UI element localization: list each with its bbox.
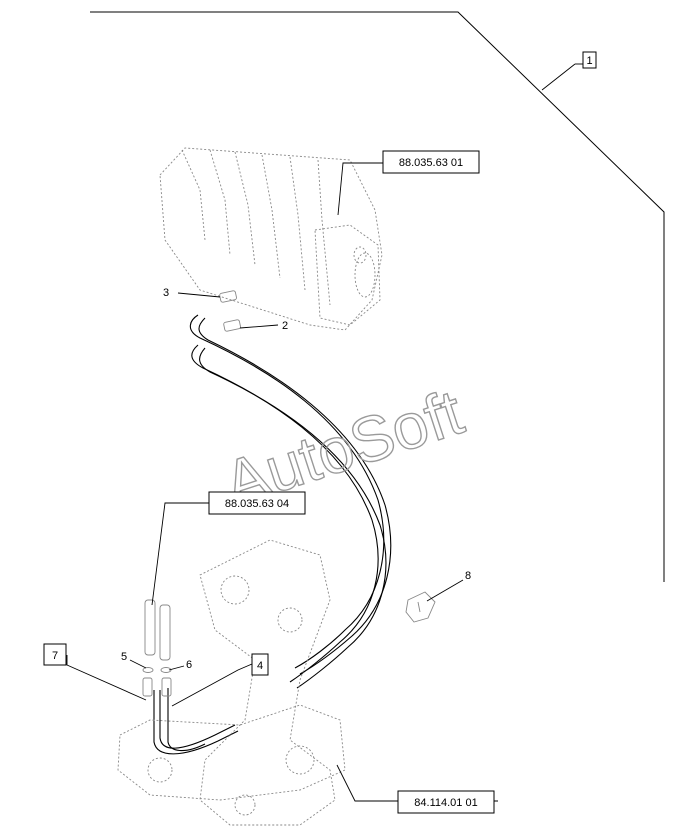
callout-7: 7 [43,643,67,666]
ref-box-valve: 88.035.63 01 [382,150,480,174]
clip-part-8 [405,591,436,623]
fitting-2 [223,319,241,332]
svg-text:4: 4 [257,660,263,672]
hydraulic-hoses [153,314,392,755]
fitting-3 [219,290,237,303]
hose-ends [142,599,172,697]
svg-text:84.114.01 01: 84.114.01 01 [414,797,477,809]
svg-text:88.035.63 04: 88.035.63 04 [225,498,289,510]
ref-box-boom: 84.114.01 01 [397,790,495,814]
callout-1: 1 [582,51,597,69]
group-frame-line [90,11,665,582]
svg-text:1: 1 [586,55,592,67]
callout-8: 8 [465,570,471,582]
boom-casting [117,539,346,826]
svg-text:7: 7 [52,650,58,662]
control-valve-block [159,147,383,331]
callout-6: 6 [186,659,192,671]
callout-5: 5 [121,651,127,663]
callout-2: 2 [282,320,288,332]
leader-lines [66,63,583,802]
svg-text:88.035.63 01: 88.035.63 01 [399,157,463,169]
callout-4: 4 [251,653,269,676]
ref-box-cylinder: 88.035.63 04 [208,491,306,515]
callout-3: 3 [163,287,169,299]
